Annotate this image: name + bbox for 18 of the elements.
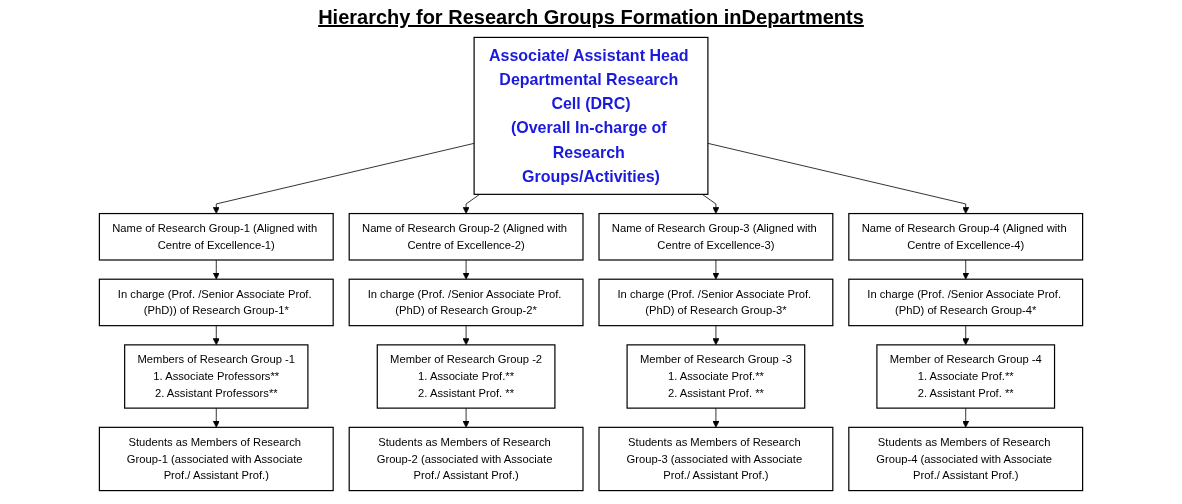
node-box: In charge (Prof. /Senior Associate Prof. (PhD) of Research Group-3*	[598, 278, 834, 327]
node-box: Students as Members of Research Group-2 (associated with Associate Prof./ Assistant Prof.)	[348, 426, 584, 492]
node-box: Name of Research Group-2 (Aligned with Centre of Excellence-2)	[348, 212, 584, 261]
diagram-title: Hierarchy for Research Groups Formation inDepartments	[318, 6, 864, 29]
node-box: Members of Research Group -1 1. Associate Professors** 2. Assistant Professors**	[124, 344, 309, 409]
node-box: In charge (Prof. /Senior Associate Prof. (PhD) of Research Group-4*	[848, 278, 1084, 327]
node-box: Associate/ Assistant Head Departmental Research Cell (DRC) (Overall In-charge of Research Groups/Activities)	[473, 36, 709, 195]
node-box: Name of Research Group-1 (Aligned with Centre of Excellence-1)	[98, 212, 334, 261]
node-box: Students as Members of Research Group-3 (associated with Associate Prof./ Assistant Prof.)	[598, 426, 834, 492]
node-box: Students as Members of Research Group-1 (associated with Associate Prof./ Assistant Prof.)	[98, 426, 334, 492]
node-box: In charge (Prof. /Senior Associate Prof. (PhD) of Research Group-2*	[348, 278, 584, 327]
node-box: Name of Research Group-3 (Aligned with Centre of Excellence-3)	[598, 212, 834, 261]
node-box: Member of Research Group -4 1. Associate Prof.** 2. Assistant Prof. **	[876, 344, 1056, 409]
node-box: Member of Research Group -3 1. Associate Prof.** 2. Assistant Prof. **	[626, 344, 806, 409]
node-box: Member of Research Group -2 1. Associate Prof.** 2. Assistant Prof. **	[376, 344, 556, 409]
node-box: Name of Research Group-4 (Aligned with Centre of Excellence-4)	[848, 212, 1084, 261]
node-box: Students as Members of Research Group-4 (associated with Associate Prof./ Assistant Prof.)	[848, 426, 1084, 492]
node-box: In charge (Prof. /Senior Associate Prof. (PhD)) of Research Group-1*	[98, 278, 334, 327]
